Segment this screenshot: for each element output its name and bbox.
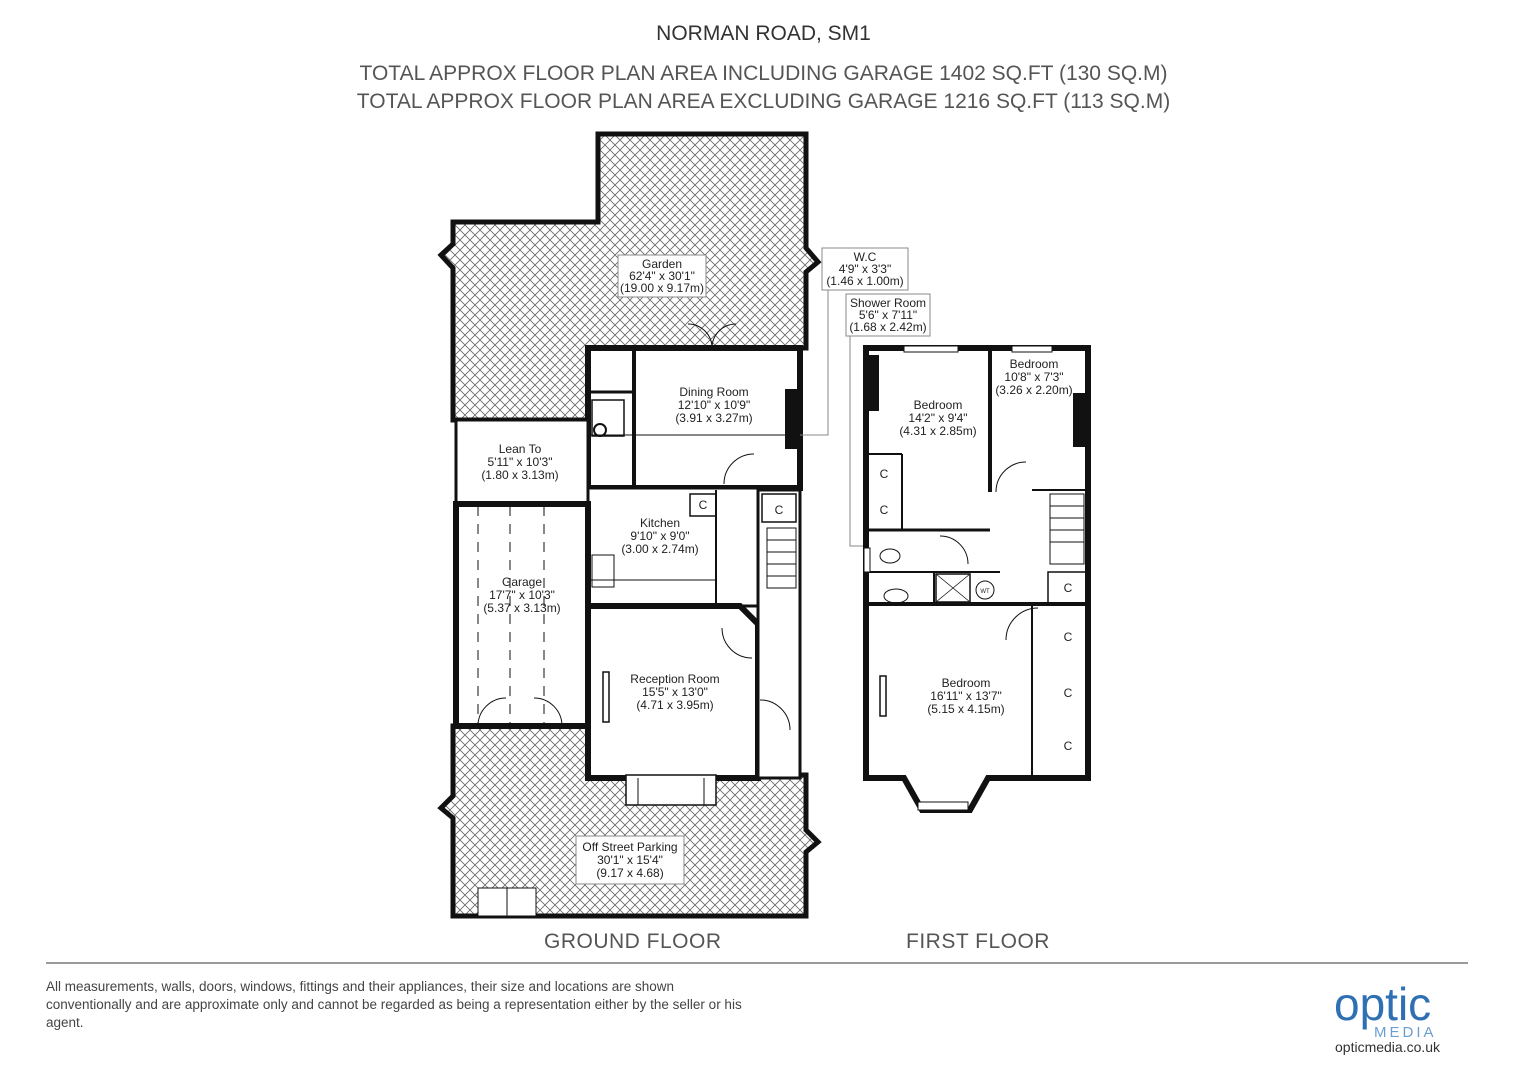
garage-metric: (5.37 x 3.13m) [483, 601, 560, 615]
leanto-metric: (1.80 x 3.13m) [481, 468, 558, 482]
logo-url: opticmedia.co.uk [1335, 1039, 1441, 1055]
bedroom3-name: Bedroom [942, 676, 991, 690]
ground-floor-label: GROUND FLOOR [544, 930, 722, 953]
leanto-imperial: 5'11" x 10'3" [488, 455, 553, 469]
cupboard-marker: C [880, 503, 889, 517]
logo-word-optic: optic [1334, 978, 1431, 1030]
reception-imperial: 15'5" x 13'0" [642, 685, 708, 699]
wc-metric: (1.46 x 1.00m) [826, 274, 903, 288]
dining-metric: (3.91 x 3.27m) [675, 411, 752, 425]
disclaimer-text: All measurements, walls, doors, windows,… [46, 979, 742, 1030]
shower-leader [849, 336, 866, 547]
first-floor-details [863, 345, 1089, 811]
wc-imperial: 4'9" x 3'3" [839, 262, 891, 276]
plan-title: NORMAN ROAD, SM1 [656, 22, 871, 45]
garden-name: Garden [642, 257, 682, 271]
area-excluding-garage: TOTAL APPROX FLOOR PLAN AREA EXCLUDING G… [356, 90, 1171, 113]
bedroom3-metric: (5.15 x 4.15m) [927, 702, 1004, 716]
garden-metric: (19.00 x 9.17m) [620, 281, 704, 295]
garden-imperial: 62'4" x 30'1" [629, 269, 695, 283]
dining-name: Dining Room [679, 385, 748, 399]
wc-name: W.C [854, 250, 877, 264]
shower-metric: (1.68 x 2.42m) [849, 320, 926, 334]
reception-metric: (4.71 x 3.95m) [636, 698, 713, 712]
logo-word-media: MEDIA [1374, 1024, 1437, 1041]
bedroom3-imperial: 16'11" x 13'7" [930, 689, 1002, 703]
bedroom1-name: Bedroom [914, 398, 963, 412]
parking-imperial: 30'1" x 15'4" [597, 853, 663, 867]
parking-label-box [575, 835, 685, 885]
bedroom2-imperial: 10'8" x 7'3" [1004, 370, 1063, 384]
water-tank-marker: WT [980, 589, 990, 595]
floor-plan-drawing: Garden 62'4" x 30'1" (19.00 x 9.17m) W.C… [437, 131, 1091, 919]
first-floor-label: FIRST FLOOR [906, 930, 1050, 953]
dining-imperial: 12'10" x 10'9" [678, 398, 751, 412]
cupboard-marker: C [880, 467, 889, 481]
optic-media-logo: optic MEDIA [1334, 978, 1437, 1041]
shower-imperial: 5'6" x 7'11" [859, 308, 917, 322]
garden-label-box [617, 254, 707, 298]
first-floor-building [863, 345, 1091, 813]
bedroom2-metric: (3.26 x 2.20m) [995, 383, 1072, 397]
ground-floor-details [477, 323, 800, 917]
kitchen-metric: (3.00 x 2.74m) [621, 542, 698, 556]
cupboard-marker: C [1064, 581, 1073, 595]
cupboard-marker: C [1064, 739, 1073, 753]
bedroom1-imperial: 14'2" x 9'4" [908, 411, 967, 425]
wc-label-box [821, 247, 909, 291]
bedroom1-metric: (4.31 x 2.85m) [899, 424, 976, 438]
cupboard-marker: C [699, 498, 708, 512]
shower-name: Shower Room [850, 296, 926, 310]
leanto-name: Lean To [499, 442, 542, 456]
shower-label-box [845, 293, 931, 337]
reception-name: Reception Room [630, 672, 719, 686]
footer-divider [46, 962, 1468, 964]
garage-name: Garage [502, 575, 542, 589]
parking-name: Off Street Parking [582, 840, 677, 854]
cupboard-marker: C [1064, 686, 1073, 700]
kitchen-name: Kitchen [640, 516, 680, 530]
area-including-garage: TOTAL APPROX FLOOR PLAN AREA INCLUDING G… [359, 62, 1168, 85]
cupboard-marker: C [775, 503, 784, 517]
bedroom2-name: Bedroom [1010, 357, 1059, 371]
parking-metric: (9.17 x 4.68) [596, 866, 663, 880]
cupboard-marker: C [1064, 630, 1073, 644]
kitchen-imperial: 9'10" x 9'0" [630, 529, 689, 543]
garage-imperial: 17'7" x 10'3" [489, 588, 555, 602]
